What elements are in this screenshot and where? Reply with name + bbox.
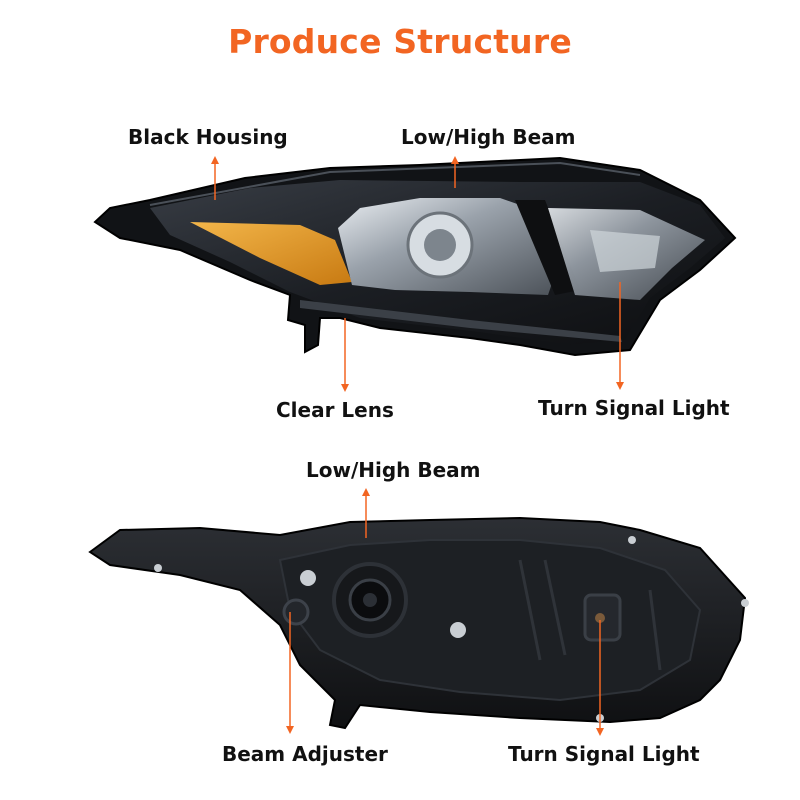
amber-marker-shape xyxy=(190,222,352,285)
label-turn-signal-light-top: Turn Signal Light xyxy=(538,396,730,420)
label-turn-signal-light-rear: Turn Signal Light xyxy=(508,742,700,766)
label-beam-adjuster: Beam Adjuster xyxy=(222,742,388,766)
label-low-high-beam-rear: Low/High Beam xyxy=(306,458,481,482)
beam-adjuster-shape xyxy=(282,598,310,626)
headlight-front-view xyxy=(93,156,737,357)
headlight-rear-view xyxy=(88,516,749,730)
label-low-high-beam-top: Low/High Beam xyxy=(401,125,576,149)
label-clear-lens: Clear Lens xyxy=(276,398,394,422)
label-black-housing: Black Housing xyxy=(128,125,288,149)
callout-arrowheads xyxy=(211,156,624,736)
callout-lines xyxy=(214,158,621,734)
page-title: Produce Structure xyxy=(228,22,572,61)
